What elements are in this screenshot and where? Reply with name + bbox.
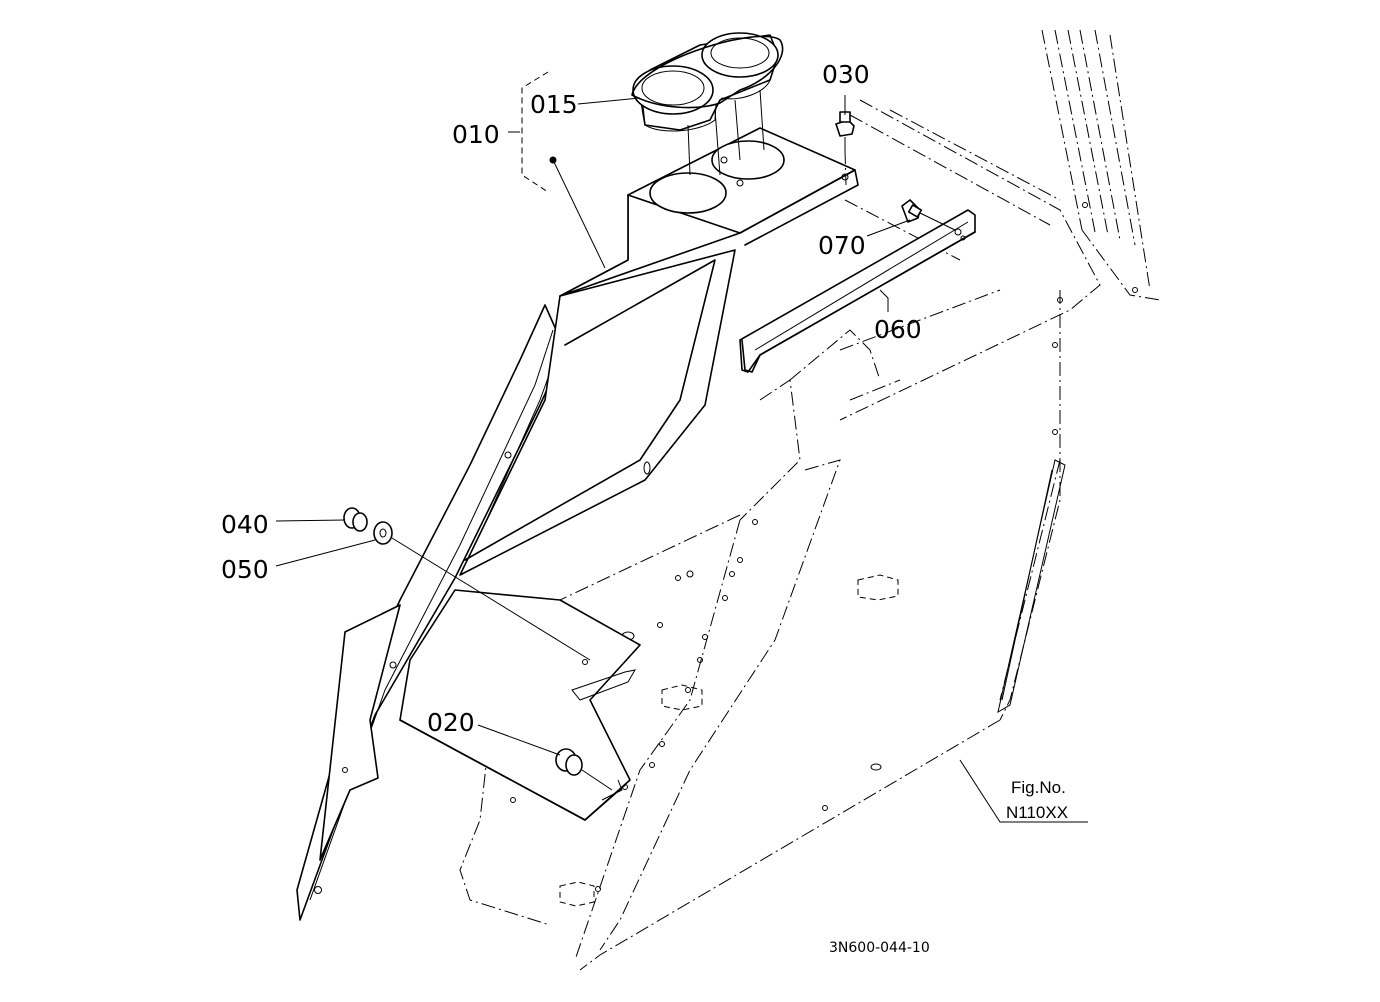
cup-holder <box>631 32 784 176</box>
callout-070: 070 <box>818 231 866 260</box>
bolt-030 <box>835 111 855 186</box>
figure-number-value: N110XX <box>1006 803 1068 822</box>
callout-010: 010 <box>452 120 500 149</box>
bolt-020 <box>555 748 613 791</box>
callout-040: 040 <box>221 510 269 539</box>
callout-050: 050 <box>221 555 269 584</box>
washer-050 <box>373 521 591 661</box>
drawing-code: 3N600-044-10 <box>829 940 930 956</box>
bolt-070 <box>901 199 956 231</box>
callout-060: 060 <box>874 315 922 344</box>
figure-number-label: Fig.No. <box>1011 778 1066 797</box>
rail-bracket <box>739 209 976 373</box>
bolt-040 <box>343 507 368 532</box>
leader-lines <box>275 71 1088 823</box>
callout-030: 030 <box>822 60 870 89</box>
callout-labels: 015 010 030 070 060 040 050 020 <box>221 60 922 737</box>
callout-015: 015 <box>530 90 578 119</box>
callout-020: 020 <box>427 708 475 737</box>
figure-number: Fig.No. N110XX <box>1006 778 1068 822</box>
